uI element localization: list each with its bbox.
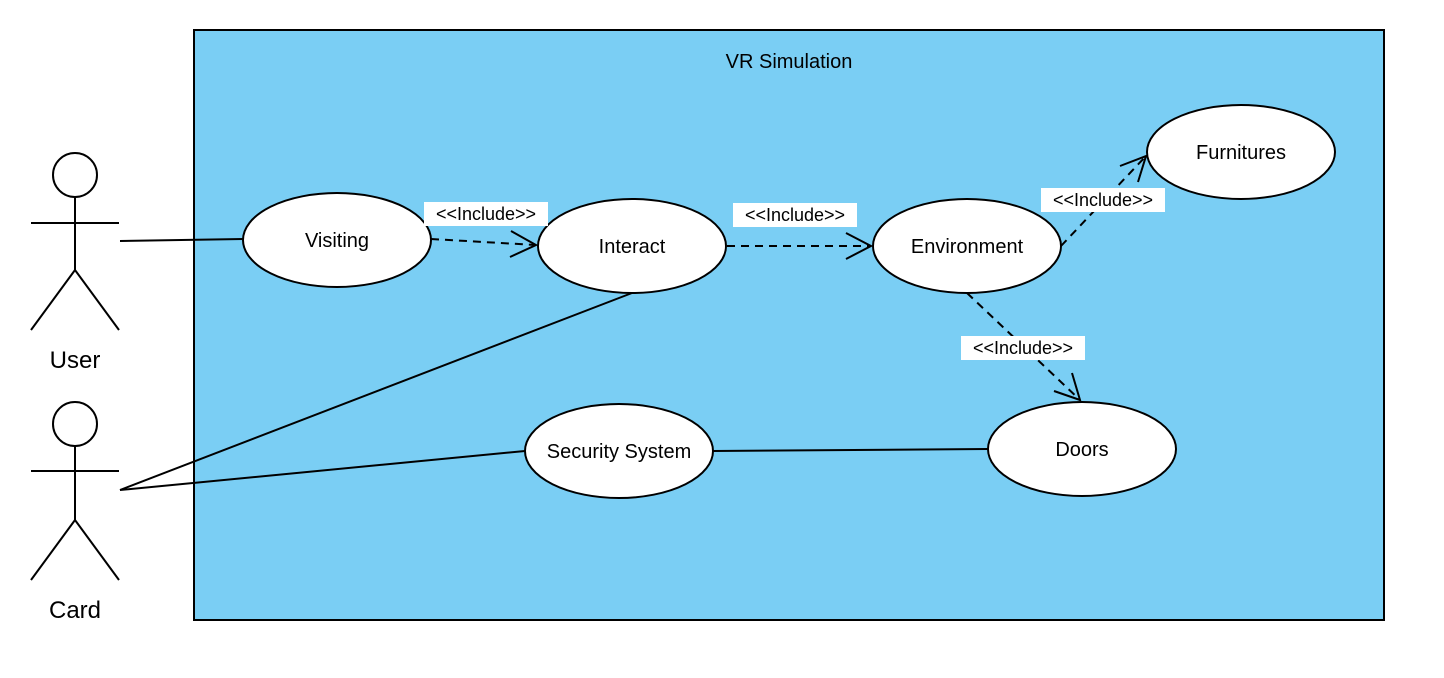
use-case-environment: Environment	[872, 198, 1062, 294]
use-case-interact: Interact	[537, 198, 727, 294]
use-case-environment-ellipse	[872, 198, 1062, 294]
use-case-furnitures-ellipse	[1146, 104, 1336, 200]
use-case-furnitures-label: Furnitures	[1196, 142, 1286, 164]
system-title: VR Simulation	[726, 51, 853, 73]
use-case-visiting-ellipse	[242, 192, 432, 288]
actor-user-left-leg	[30, 269, 76, 331]
actor-card-left-leg	[30, 519, 76, 581]
include-visiting-interact-line	[430, 238, 537, 246]
use-case-visiting-label: Visiting	[305, 230, 369, 252]
use-case-security-system: Security System	[524, 403, 714, 499]
include-label-text: <<Include>>	[745, 205, 845, 225]
include-label-visiting-interact: <<Include>>	[424, 202, 548, 226]
use-case-interact-ellipse	[537, 198, 727, 294]
use-case-interact-label: Interact	[599, 236, 666, 258]
actor-user-right-leg	[74, 269, 120, 331]
use-case-doors-ellipse	[987, 401, 1177, 497]
use-case-doors: Doors	[987, 401, 1177, 497]
include-label-text: <<Include>>	[973, 338, 1073, 358]
use-case-security-system-ellipse	[524, 403, 714, 499]
use-case-environment-label: Environment	[911, 236, 1024, 258]
include-label-text: <<Include>>	[1053, 190, 1153, 210]
include-environment-furnitures-arrowhead	[1119, 154, 1148, 183]
actor-card: Card	[30, 401, 120, 624]
include-label-background	[424, 202, 548, 226]
use-case-doors-label: Doors	[1055, 439, 1108, 461]
association-card-security	[119, 450, 526, 491]
actor-card-head	[52, 401, 98, 447]
include-environment-doors-arrowhead	[1053, 372, 1082, 402]
include-visiting-interact-arrowhead	[509, 230, 539, 258]
actor-user-head	[52, 152, 98, 198]
actor-card-right-leg	[74, 519, 120, 581]
include-label-background	[733, 203, 857, 227]
use-case-furnitures: Furnitures	[1146, 104, 1336, 200]
include-interact-environment	[727, 232, 874, 260]
actor-user: User	[30, 152, 120, 374]
include-label-background	[961, 336, 1085, 360]
include-label-environment-doors: <<Include>>	[961, 336, 1085, 360]
association-security-doors	[712, 448, 989, 452]
association-card-interact	[119, 292, 633, 491]
include-interact-environment-arrowhead	[845, 232, 874, 260]
actor-user-label: User	[50, 347, 101, 374]
association-user-visiting	[119, 238, 244, 242]
use-case-security-system-label: Security System	[547, 441, 691, 463]
include-label-text: <<Include>>	[436, 204, 536, 224]
include-label-environment-furnitures: <<Include>>	[1041, 188, 1165, 212]
include-label-background	[1041, 188, 1165, 212]
include-visiting-interact	[430, 230, 539, 258]
include-label-interact-environment: <<Include>>	[733, 203, 857, 227]
actor-card-label: Card	[49, 597, 101, 624]
use-case-visiting: Visiting	[242, 192, 432, 288]
